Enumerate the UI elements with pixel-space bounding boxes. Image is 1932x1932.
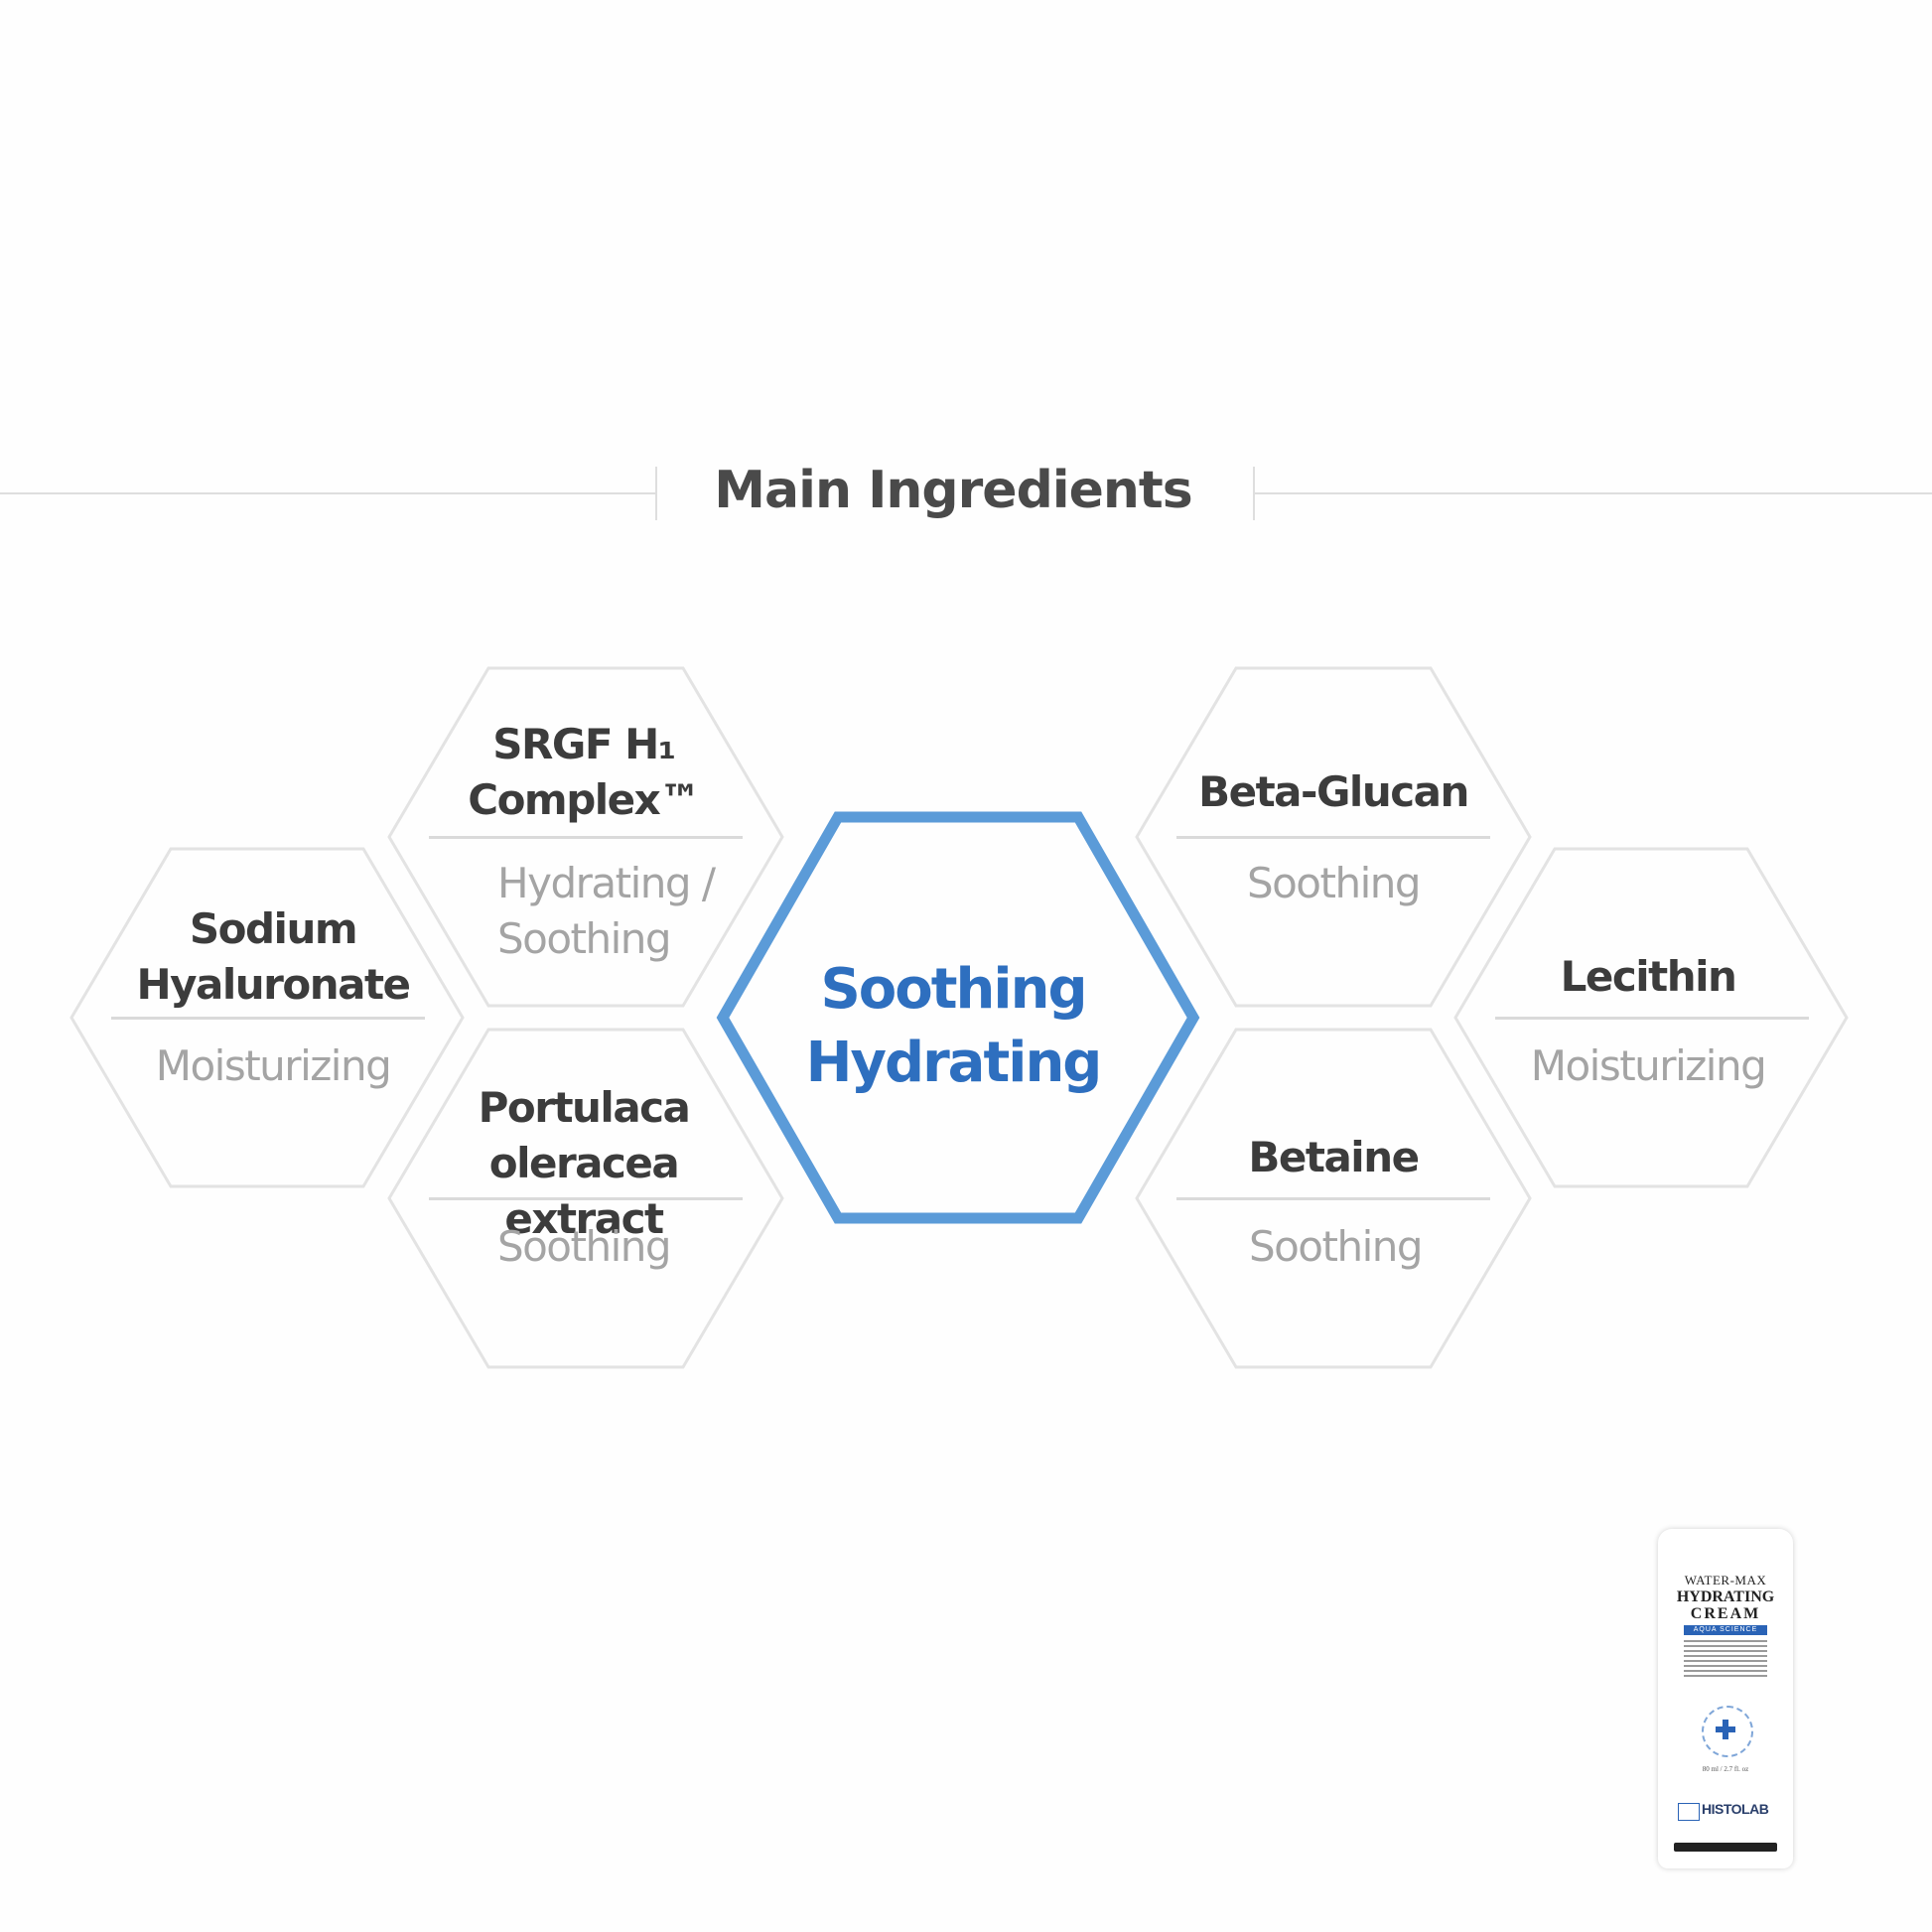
page-title: Main Ingredients	[714, 461, 1192, 520]
title-rule-right	[1253, 492, 1932, 494]
ingredient-effect: Hydrating / Soothing	[402, 856, 756, 967]
ingredient-name-line: Hyaluronate	[136, 960, 411, 1009]
ingredient-effect-line: Soothing	[496, 1222, 672, 1271]
hexagon-center	[716, 811, 1200, 1224]
brand-logo-mark	[1678, 1803, 1700, 1821]
hexagon-lecithin	[1453, 847, 1849, 1188]
ingredient-name: Betaine	[1165, 1130, 1502, 1185]
ingredient-effect-line: Soothing	[1246, 859, 1422, 907]
product-description-lines	[1684, 1640, 1767, 1680]
ingredient-divider	[111, 1017, 425, 1020]
center-label: Soothing Hydrating	[804, 953, 1103, 1100]
product-band: AQUA SCIENCE	[1684, 1625, 1767, 1635]
ingredient-effect-line: Hydrating /	[497, 859, 716, 907]
ingredient-effect-line: Moisturizing	[155, 1041, 392, 1090]
ingredient-name: Sodium Hyaluronate	[104, 901, 442, 1013]
ingredient-name-line: oleracea extract	[488, 1139, 680, 1243]
ingredient-name: Beta-Glucan	[1165, 764, 1502, 820]
ingredient-effect-line: Soothing	[497, 914, 672, 963]
ingredient-name: Lecithin	[1479, 949, 1817, 1005]
ingredient-effect: Soothing	[415, 1219, 753, 1275]
hexagon-sodium-hyaluronate	[69, 847, 465, 1188]
ingredient-name-line: Sodium	[189, 904, 358, 953]
ingredient-divider	[429, 1197, 743, 1200]
center-label-line: Hydrating	[805, 1031, 1103, 1095]
product-line: WATER-MAX	[1684, 1573, 1767, 1587]
product-volume: 80 ml / 2.7 fl. oz	[1702, 1765, 1749, 1773]
brand-logo: HISTOLAB	[1702, 1801, 1769, 1817]
product-seal	[1702, 1706, 1753, 1757]
product-line: CREAM	[1690, 1605, 1761, 1622]
ingredient-name: Portulaca oleracea extract	[415, 1080, 753, 1247]
hexagon-betaine	[1135, 1028, 1532, 1369]
title-rule-left	[0, 492, 655, 494]
ingredient-divider	[429, 836, 743, 839]
ingredient-name-line: SRGF H₁	[492, 720, 676, 768]
ingredient-name-line: Betaine	[1248, 1133, 1420, 1181]
ingredient-effect-line: Moisturizing	[1530, 1041, 1767, 1090]
tube-cap	[1674, 1843, 1777, 1852]
ingredient-effect: Soothing	[1167, 1219, 1504, 1275]
ingredient-name-line: Complex™	[468, 775, 701, 824]
ingredient-divider	[1176, 836, 1490, 839]
ingredient-name-line: Portulaca	[478, 1083, 691, 1132]
ingredient-name: SRGF H₁ Complex™	[415, 717, 753, 828]
ingredient-effect-line: Soothing	[1248, 1222, 1424, 1271]
hexagon-beta-glucan	[1135, 666, 1532, 1008]
ingredient-name-line: Beta-Glucan	[1198, 767, 1469, 816]
title-tick-left	[655, 467, 657, 520]
ingredient-divider	[1176, 1197, 1490, 1200]
product-line: HYDRATING	[1676, 1588, 1775, 1605]
product-tube-image: WATER-MAX HYDRATING CREAM AQUA SCIENCE 8…	[1658, 1529, 1793, 1868]
ingredient-effect: Soothing	[1165, 856, 1502, 911]
ingredient-divider	[1495, 1017, 1809, 1020]
ingredient-effect: Moisturizing	[1479, 1038, 1817, 1094]
hexagon-srgf	[387, 666, 784, 1008]
plus-icon	[1716, 1720, 1735, 1739]
hexagon-portulaca	[387, 1028, 784, 1369]
ingredient-effect: Moisturizing	[104, 1038, 442, 1094]
ingredient-name-line: Lecithin	[1560, 952, 1737, 1001]
center-label-line: Soothing	[820, 957, 1087, 1022]
